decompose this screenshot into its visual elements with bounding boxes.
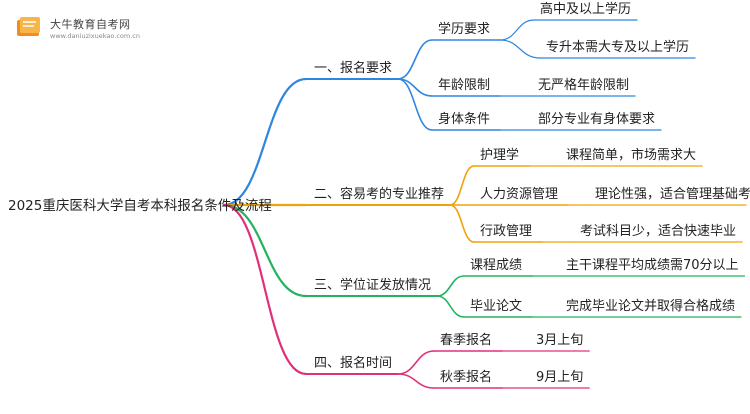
branch-connector — [222, 203, 308, 376]
logo-url: www.daniuzixuekao.com.cn — [50, 32, 140, 40]
leaf-connector — [499, 19, 535, 41]
leaf-node: 无严格年龄限制 — [538, 78, 630, 93]
child-node: 毕业论文 — [470, 299, 523, 314]
leaf-node: 9月上旬 — [536, 370, 584, 385]
logo-title: 大牛教育自考网 — [50, 18, 131, 31]
child-connector — [436, 275, 465, 297]
book-logo-icon — [17, 17, 40, 36]
leaf-node: 3月上旬 — [536, 333, 584, 348]
leaf-node: 考试科目少，适合快速毕业 — [580, 224, 737, 239]
leaf-node: 主干课程平均成绩需70分以上 — [566, 258, 739, 273]
branch-node: 一、报名要求 — [314, 61, 393, 76]
child-node: 秋季报名 — [440, 370, 493, 385]
child-node: 学历要求 — [438, 22, 491, 37]
branch-node: 二、容易考的专业推荐 — [314, 187, 445, 202]
child-node: 行政管理 — [480, 224, 533, 239]
child-connector — [397, 373, 435, 389]
child-node: 春季报名 — [440, 333, 493, 348]
child-connector — [397, 350, 435, 375]
leaf-node: 专升本需大专及以上学历 — [546, 40, 690, 55]
child-node: 护理学 — [480, 148, 520, 163]
child-connector — [449, 165, 475, 206]
leaf-node: 部分专业有身体要求 — [538, 112, 656, 127]
leaf-connector — [499, 39, 541, 59]
leaf-node: 完成毕业论文并取得合格成绩 — [566, 299, 736, 314]
child-connector — [449, 204, 475, 243]
leaf-node: 理论性强，适合管理基础考生 — [595, 187, 750, 202]
child-connector — [397, 78, 433, 131]
child-connector — [436, 295, 465, 318]
root-node: 2025重庆医科大学自考本科报名条件及流程 — [8, 198, 272, 214]
branch-node: 四、报名时间 — [314, 356, 393, 371]
child-connector — [397, 39, 433, 80]
child-node: 年龄限制 — [438, 78, 491, 93]
leaf-node: 高中及以上学历 — [540, 2, 632, 17]
branch-connector — [222, 77, 308, 207]
child-node: 人力资源管理 — [480, 187, 559, 202]
leaf-node: 课程简单，市场需求大 — [566, 148, 697, 163]
child-node: 身体条件 — [438, 112, 491, 127]
branch-connector — [222, 203, 308, 298]
child-node: 课程成绩 — [470, 258, 523, 273]
branch-node: 三、学位证发放情况 — [314, 278, 432, 293]
